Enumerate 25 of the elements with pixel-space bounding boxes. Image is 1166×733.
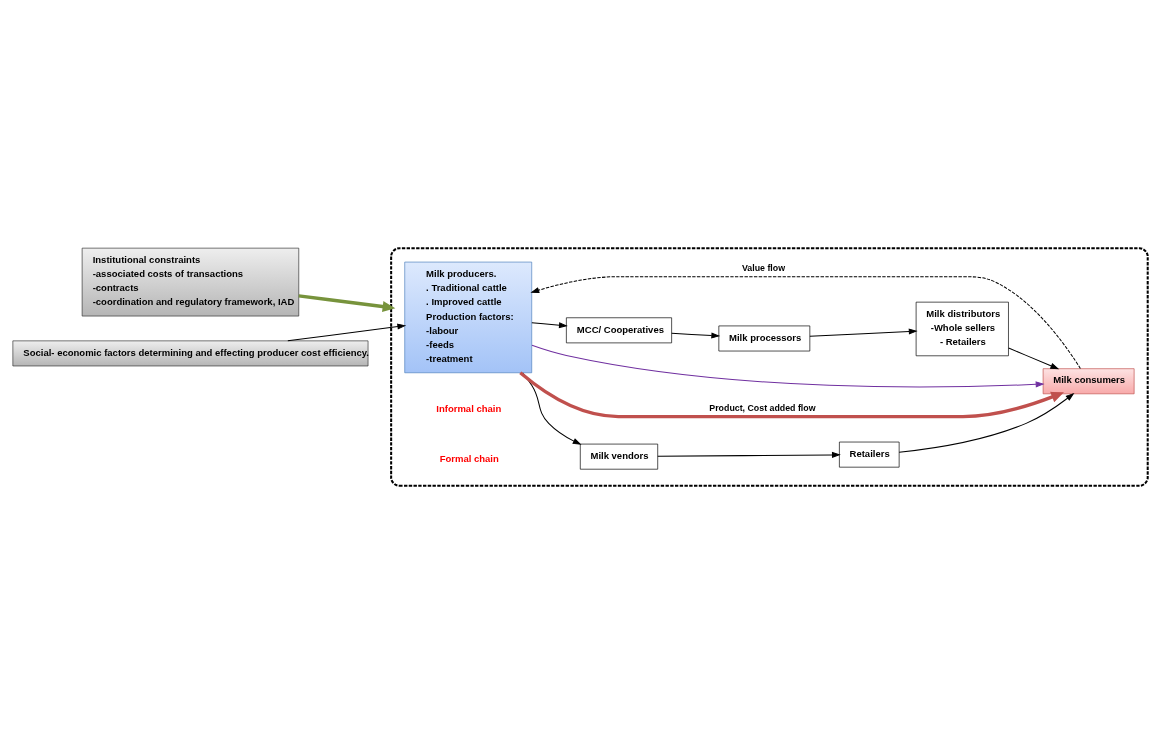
node-box: Institutional constraints -associated costs of transactions -contracts -coordination and regulatory framework, IAD	[81, 247, 300, 316]
node-box: Milk processors	[718, 325, 811, 351]
node-box: Milk distributors -Whole sellers - Retailers	[915, 301, 1009, 356]
arrow	[530, 275, 1081, 369]
arrow	[519, 371, 1064, 418]
arrow	[809, 327, 918, 337]
label: Formal chain	[439, 452, 499, 464]
cluster	[390, 246, 1149, 487]
arrow	[298, 293, 396, 312]
edge-label: Value flow	[741, 262, 786, 273]
arrow	[1008, 347, 1060, 369]
arrow	[898, 392, 1075, 453]
node-box: Milk vendors	[579, 443, 659, 470]
node-box: Social- economic factors determining and effecting producer cost efficiency.	[12, 340, 369, 366]
label: Informal chain	[436, 402, 502, 414]
node-box: Milk consumers	[1042, 367, 1135, 394]
arrow	[671, 331, 721, 339]
arrow	[531, 321, 568, 328]
node-box: Retailers	[839, 441, 900, 467]
edge-label: Product, Cost added flow	[709, 402, 816, 413]
node-box: Milk producers. . Traditional cattle . Improved cattle Production factors: -labour -feeds -treatment	[404, 261, 533, 373]
node-box: MCC/ Cooperatives	[566, 316, 672, 343]
arrow	[287, 323, 407, 341]
arrow	[531, 344, 1045, 387]
arrow	[657, 451, 841, 458]
